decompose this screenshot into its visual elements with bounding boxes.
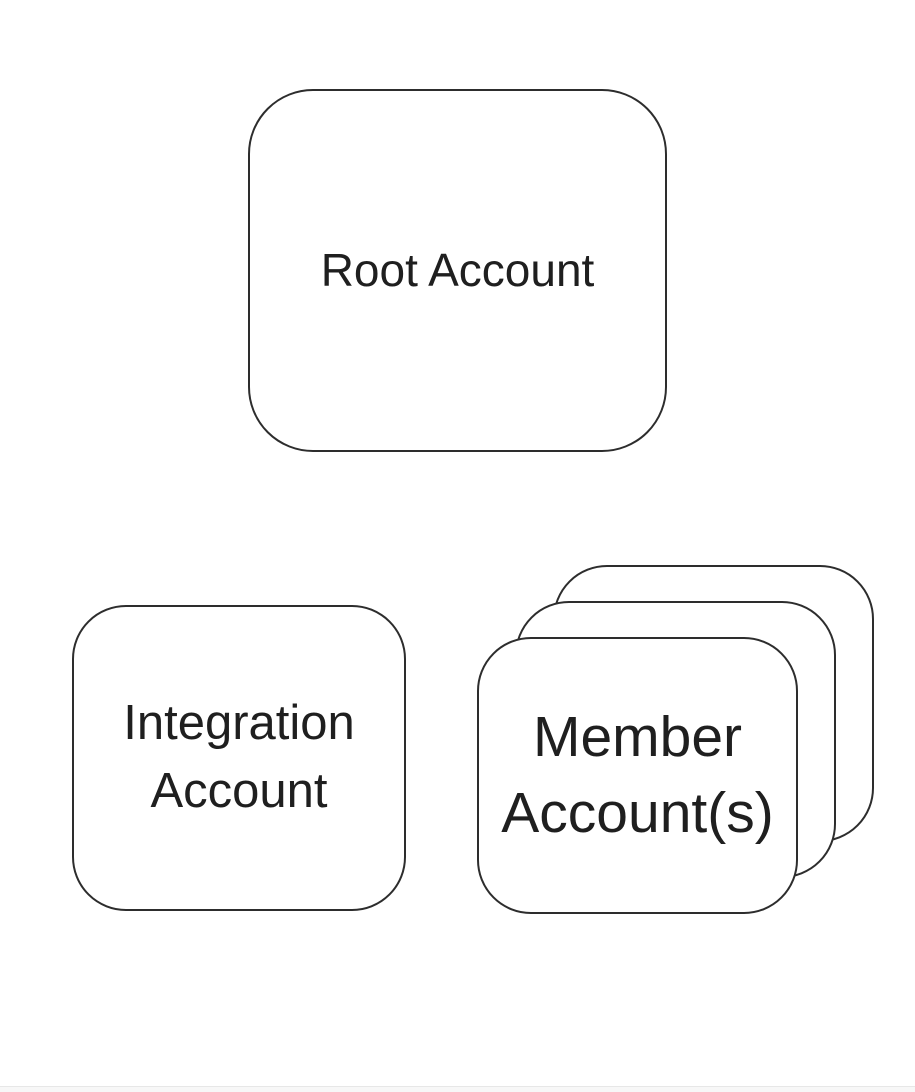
integration-account-label: Integration Account	[123, 696, 355, 818]
bottom-edge-strip	[0, 1086, 915, 1092]
node-integration-account: Integration Account	[72, 605, 406, 911]
root-account-label: Root Account	[320, 244, 595, 297]
member-stack-card-front: Member Account(s)	[477, 637, 798, 914]
member-accounts-label: Member Account(s)	[501, 705, 774, 845]
node-root-account: Root Account	[248, 89, 667, 452]
